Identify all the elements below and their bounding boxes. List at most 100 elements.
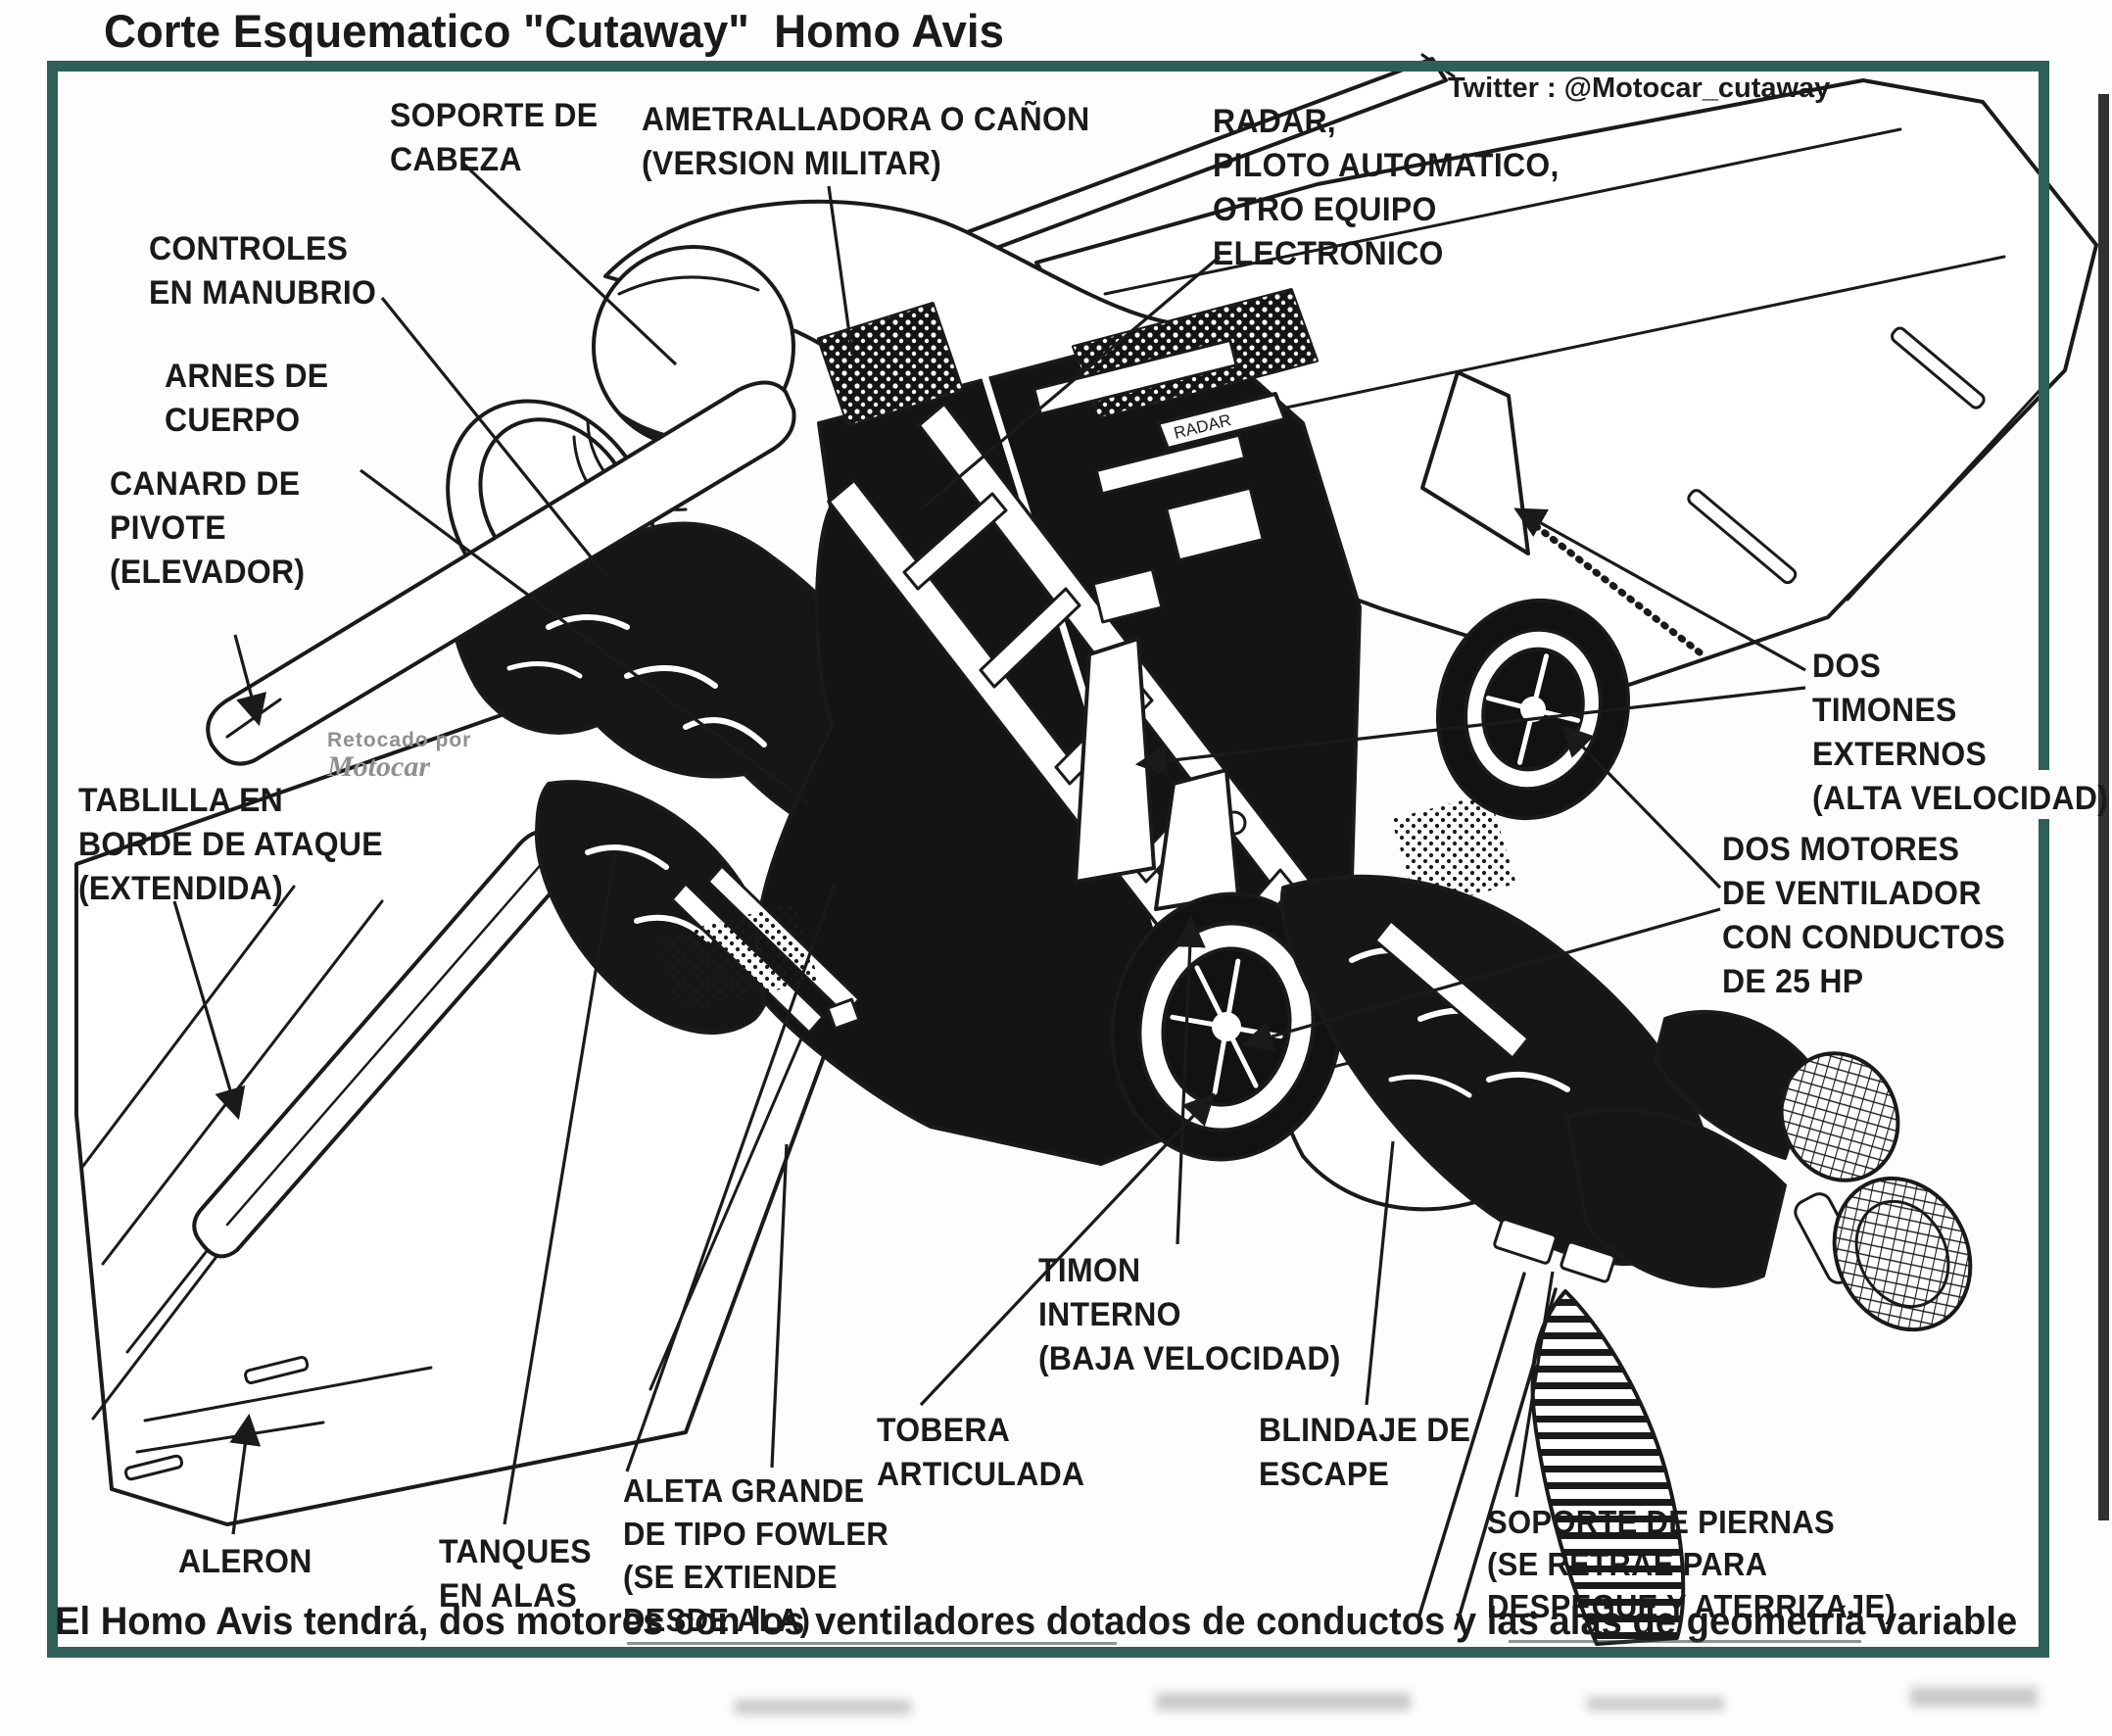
label-line: (BAJA VELOCIDAD) — [1038, 1340, 1341, 1377]
label-line: TOBERA — [877, 1412, 1011, 1449]
watermark-logo: Motocar — [327, 750, 430, 783]
diagram-label-timon-interno: TIMON INTERNO (BAJA VELOCIDAD) — [1038, 1249, 1341, 1381]
label-line: ELECTRONICO — [1213, 235, 1444, 272]
twitter-credit: Twitter : @Motocar_cutaway — [1448, 72, 1831, 104]
diagram-label-tobera: TOBERA ARTICULADA — [877, 1409, 1084, 1497]
diagram-label-aleron: ALERON — [178, 1540, 312, 1584]
label-line: TABLILLA EN — [78, 782, 284, 819]
external-rudder-left — [1074, 637, 1156, 884]
label-line: DESDE ALA) — [623, 1602, 811, 1638]
label-line: (VERSION MILITAR) — [642, 145, 942, 182]
label-line: SOPORTE DE PIERNAS — [1487, 1504, 1835, 1540]
scan-smudge — [735, 1700, 911, 1714]
label-line: (ELEVADOR) — [110, 554, 306, 591]
label-line: ALERON — [178, 1543, 312, 1580]
label-line: (ALTA VELOCIDAD) — [1812, 780, 2109, 817]
label-line: BORDE DE ATAQUE — [78, 826, 383, 863]
label-line: PIVOTE — [110, 509, 226, 547]
label-line: AMETRALLADORA O CAÑON — [642, 101, 1090, 138]
label-line: CONTROLES — [149, 230, 349, 267]
pilot-boots — [1565, 1009, 1973, 1332]
caption-underline — [627, 1642, 1117, 1645]
diagram-label-aleta: ALETA GRANDE DE TIPO FOWLER (SE EXTIENDE DE… — [623, 1470, 888, 1642]
leader-line — [503, 851, 617, 1525]
leader-line — [919, 255, 1222, 511]
leader-line — [1514, 1271, 1555, 1498]
fan-duct-upper — [1435, 598, 1631, 821]
diagram-label-dos-motores: DOS MOTORES DE VENTILADOR CON CONDUCTOS DE … — [1722, 828, 2005, 1004]
diagram-label-tablilla: TABLILLA EN BORDE DE ATAQUE (EXTENDIDA) — [78, 779, 383, 911]
label-line: EXTERNOS — [1812, 736, 1988, 773]
gun-port-grid — [817, 302, 964, 427]
label-line: OTRO EQUIPO — [1213, 191, 1437, 228]
label-line: BLINDAJE DE — [1259, 1412, 1471, 1449]
scan-edge-band — [2098, 94, 2109, 1520]
label-line: (EXTENDIDA) — [78, 870, 284, 907]
leader-line — [1174, 915, 1206, 1245]
leader-line — [625, 883, 837, 1472]
label-line: CUERPO — [165, 402, 301, 439]
diagram-label-soporte-piernas: SOPORTE DE PIERNAS (SE RETRAE PARA DESPEGU… — [1487, 1501, 1896, 1627]
frame-right-lower — [2039, 819, 2049, 1658]
frame-right-upper — [2039, 61, 2049, 770]
label-line: (SE RETRAE PARA — [1487, 1546, 1768, 1582]
label-line: ALETA GRANDE — [623, 1472, 865, 1509]
frame-left — [47, 61, 58, 1658]
leader-line — [1134, 686, 1806, 777]
diagram-label-dos-timones: DOS TIMONES EXTERNOS (ALTA VELOCIDAD) — [1812, 645, 2108, 821]
scan-smudge — [1587, 1697, 1724, 1711]
leader-line — [770, 1143, 789, 1469]
leader-line — [1560, 724, 1722, 890]
halftone-patch — [1391, 794, 1516, 909]
leader-lines — [172, 161, 1806, 1535]
leader-line — [229, 1413, 262, 1535]
watermark-line: Retocado por — [327, 729, 472, 751]
label-line: RADAR, — [1213, 103, 1336, 140]
frame-bottom — [47, 1647, 2049, 1658]
label-line: CABEZA — [390, 141, 522, 178]
external-rudder-right — [1420, 370, 1530, 555]
label-line: TANQUES — [439, 1533, 592, 1570]
diagram-label-controles: CONTROLES EN MANUBRIO — [149, 227, 376, 315]
label-line: DOS — [1812, 648, 1882, 685]
frame-top — [47, 61, 2049, 72]
label-line: EN MANUBRIO — [149, 274, 377, 312]
caption-underline — [1509, 1640, 1861, 1643]
leader-line — [1513, 507, 1806, 672]
halftone-patch — [652, 903, 819, 1015]
diagram-label-ametralladora: AMETRALLADORA O CAÑON (VERSION MILITAR) — [642, 98, 1089, 186]
leg-support — [1416, 1218, 1616, 1630]
label-line: ARTICULADA — [877, 1456, 1085, 1493]
label-line: CON CONDUCTOS — [1722, 919, 2005, 956]
label-line: DE 25 HP — [1722, 963, 1864, 1000]
label-line: CANARD DE — [110, 465, 301, 503]
diagram-label-soporte-cabeza: SOPORTE DE CABEZA — [390, 94, 598, 182]
label-line: INTERNO — [1038, 1296, 1181, 1333]
label-line: DE TIPO FOWLER — [623, 1516, 889, 1552]
leader-line — [233, 634, 267, 727]
leader-line — [919, 1092, 1216, 1407]
diagram-label-blindaje: BLINDAJE DE ESCAPE — [1259, 1409, 1470, 1497]
label-line: TIMON — [1038, 1252, 1141, 1289]
retouch-watermark: Retocado por Motocar — [327, 729, 471, 784]
bottom-caption: El Homo Avis tendrá, dos motores con los… — [55, 1600, 2018, 1643]
label-line: DOS MOTORES — [1722, 831, 1960, 868]
leader-line — [827, 185, 854, 356]
leader-line — [1365, 1140, 1395, 1406]
label-line: PILOTO AUTOMATICO, — [1213, 147, 1560, 184]
label-line: ESCAPE — [1259, 1456, 1390, 1493]
label-line: SOPORTE DE — [390, 97, 599, 134]
diagram-label-tanques: TANQUES EN ALAS — [439, 1530, 592, 1618]
label-line: EN ALAS — [439, 1577, 578, 1615]
label-line: DE VENTILADOR — [1722, 875, 1982, 912]
label-line: DESPEGUE Y ATERRIZAJE) — [1487, 1588, 1896, 1624]
label-line: TIMONES — [1812, 692, 1957, 729]
diagram-label-canard: CANARD DE PIVOTE (ELEVADOR) — [110, 462, 305, 595]
leader-line — [380, 296, 611, 582]
leader-line — [172, 900, 246, 1121]
leader-line — [1240, 907, 1721, 1052]
label-line: (SE EXTIENDE — [623, 1559, 838, 1595]
